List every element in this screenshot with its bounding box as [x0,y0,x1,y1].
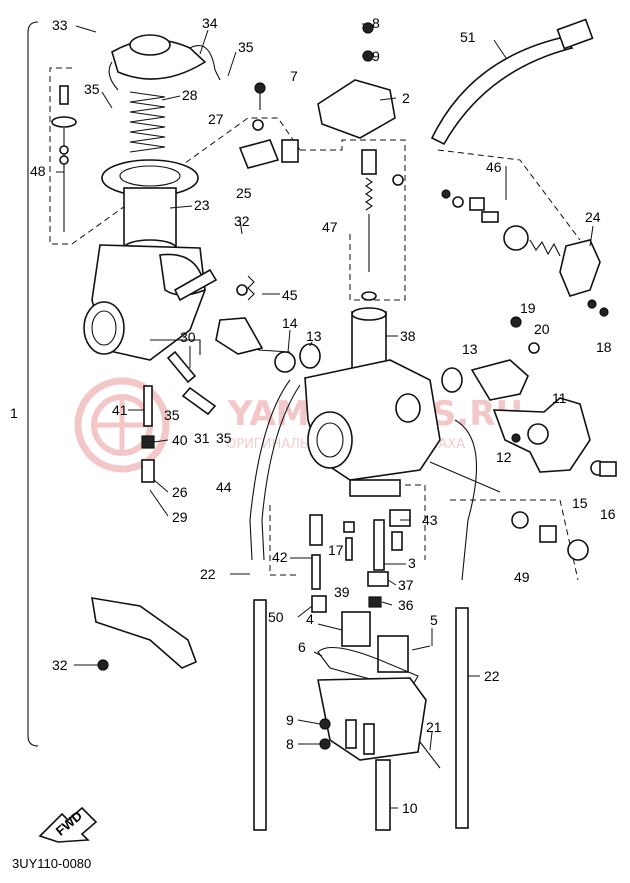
callout-35-mid: 35 [164,407,180,423]
callout-33: 33 [52,17,68,33]
choke-cable-parts [429,461,589,561]
callout-22-right: 22 [484,668,500,684]
center-linkage [173,268,321,373]
callout-7: 7 [290,68,298,84]
callout-35-top: 35 [238,39,254,55]
callout-31: 31 [194,430,210,446]
callout-38: 38 [400,328,416,344]
callout-19: 19 [520,300,536,316]
callout-50: 50 [268,609,284,625]
throttle-stop-assembly [441,189,609,317]
leader-lines [56,23,594,809]
callout-26: 26 [172,484,188,500]
callout-3: 3 [408,555,416,571]
callout-5: 5 [430,612,438,628]
callout-35-needle: 35 [84,81,100,97]
callout-13-left: 13 [306,328,322,344]
callout-21: 21 [426,719,442,735]
watermark-logo [74,377,170,473]
callout-20: 20 [534,321,550,337]
callout-48: 48 [30,163,46,179]
left-small-parts [91,350,217,671]
callout-12: 12 [496,449,512,465]
callouts: 33 34 35 35 28 48 23 8 9 7 2 27 25 47 51… [30,15,616,816]
side-bracket-label: 1 [10,405,18,421]
top-cover [254,22,396,139]
diagram-code: 3UY110-0080 [12,856,91,871]
float-bowl [317,611,441,831]
callout-36: 36 [398,597,414,613]
choke-plunger [361,149,404,301]
callout-37: 37 [398,577,414,593]
callout-30: 30 [180,329,196,345]
callout-23: 23 [194,197,210,213]
callout-10: 10 [402,800,418,816]
drain-hoses [249,379,478,831]
callout-35-low: 35 [216,430,232,446]
callout-4: 4 [306,611,314,627]
callout-41: 41 [112,402,128,418]
throttle-linkage [238,119,299,169]
callout-15: 15 [572,495,588,511]
callout-43: 43 [422,512,438,528]
diaphragm-piston [101,159,199,257]
callout-47: 47 [322,219,338,235]
callout-8-lower: 8 [286,736,294,752]
callout-17: 17 [328,542,344,558]
callout-32-lower: 32 [52,657,68,673]
callout-27: 27 [208,111,224,127]
callout-14: 14 [282,315,298,331]
callout-25: 25 [236,185,252,201]
callout-29: 29 [172,509,188,525]
callout-24: 24 [585,209,601,225]
fwd-arrow-icon: FWD [38,806,98,843]
right-bracket-assembly [441,316,617,477]
callout-18: 18 [596,339,612,355]
callout-6: 6 [298,639,306,655]
callout-46: 46 [486,159,502,175]
jet-parts [309,509,411,613]
side-bracket [27,21,39,747]
callout-34: 34 [202,15,218,31]
callout-9-lower: 9 [286,712,294,728]
spring [129,91,166,153]
callout-22-left: 22 [200,566,216,582]
jet-needle [51,85,77,232]
callout-51: 51 [460,29,476,45]
callout-8-top: 8 [372,15,380,31]
top-cap [108,34,221,91]
throttle-cable [430,18,594,146]
callout-11: 11 [552,390,567,406]
callout-28: 28 [182,87,198,103]
callout-49: 49 [514,569,530,585]
callout-32-upper: 32 [234,213,250,229]
callout-16: 16 [600,506,616,522]
callout-42: 42 [272,549,288,565]
callout-2: 2 [402,90,410,106]
right-carb-body [304,307,441,497]
callout-40: 40 [172,432,188,448]
callout-45: 45 [282,287,298,303]
callout-13-right: 13 [462,341,478,357]
callout-9-top: 9 [372,48,380,64]
callout-44: 44 [216,479,232,495]
callout-39: 39 [334,584,350,600]
